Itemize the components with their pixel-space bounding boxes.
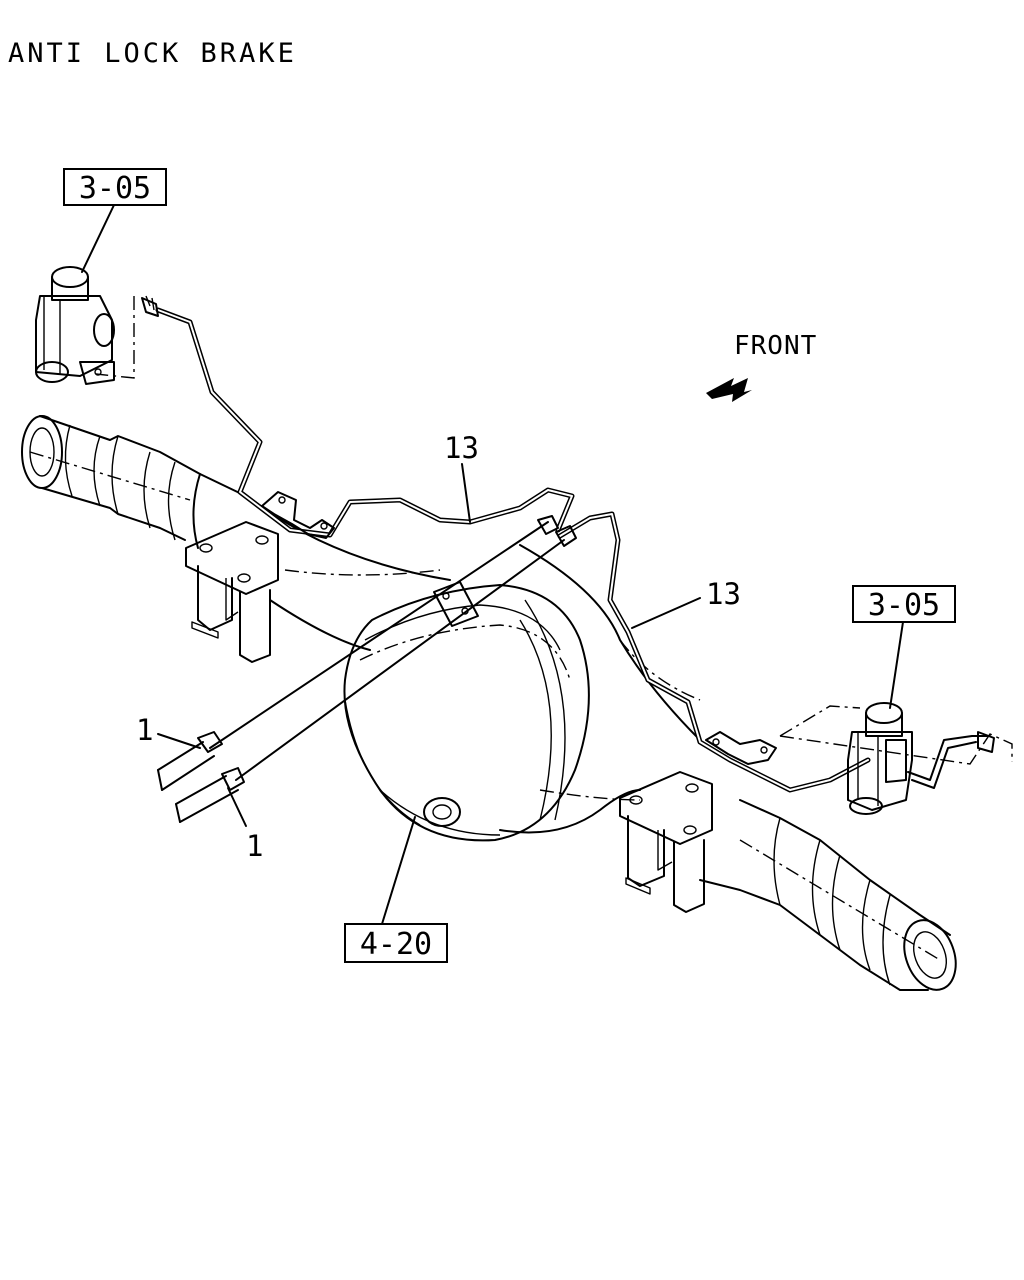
arrow-front-icon xyxy=(706,378,752,402)
differential-carrier xyxy=(343,584,590,842)
brake-pipe-lower xyxy=(555,511,871,793)
abs-modulator-valve-left xyxy=(35,266,135,385)
front-label: FRONT xyxy=(734,331,817,361)
ref-label-axle-housing: 4-20 xyxy=(360,927,432,962)
callout-sensor-upper: 1 xyxy=(136,713,153,747)
spring-seat-right xyxy=(619,771,713,913)
axle-tube-right xyxy=(699,799,957,991)
leader-sensor-lower xyxy=(227,787,247,827)
leader-pipe-lower xyxy=(631,597,701,629)
page-title: ANTI LOCK BRAKE xyxy=(8,38,297,69)
abs-modulator-valve-right xyxy=(779,702,1013,815)
brake-pipe-upper xyxy=(141,295,575,539)
callout-sensor-lower: 1 xyxy=(246,829,263,863)
callout-pipe-upper: 13 xyxy=(444,431,479,465)
rear-axle-housing xyxy=(21,415,957,991)
front-indicator: FRONT xyxy=(706,331,817,402)
ref-box-abs-valve-left[interactable] xyxy=(63,168,167,206)
speed-sensor-lead-upper xyxy=(157,521,549,791)
callout-pipe-lower: 13 xyxy=(706,577,741,611)
ref-label-abs-valve-right: 3-05 xyxy=(868,588,940,623)
leader-pipe-upper xyxy=(461,463,471,523)
spring-seat-left xyxy=(185,521,279,663)
leader-axle-housing xyxy=(381,816,416,925)
speed-sensor-lead-lower xyxy=(175,539,565,823)
ref-label-abs-valve-left: 3-05 xyxy=(79,171,151,206)
beam-bottom-edge-right xyxy=(499,789,641,834)
axle-tube-left xyxy=(21,415,251,549)
leader-sensor-upper xyxy=(157,733,201,749)
leader-abs-valve-right xyxy=(889,621,904,709)
sensor-clip-plate xyxy=(433,581,479,627)
ref-box-axle-housing[interactable] xyxy=(344,923,448,963)
leader-abs-valve-left xyxy=(81,204,115,273)
